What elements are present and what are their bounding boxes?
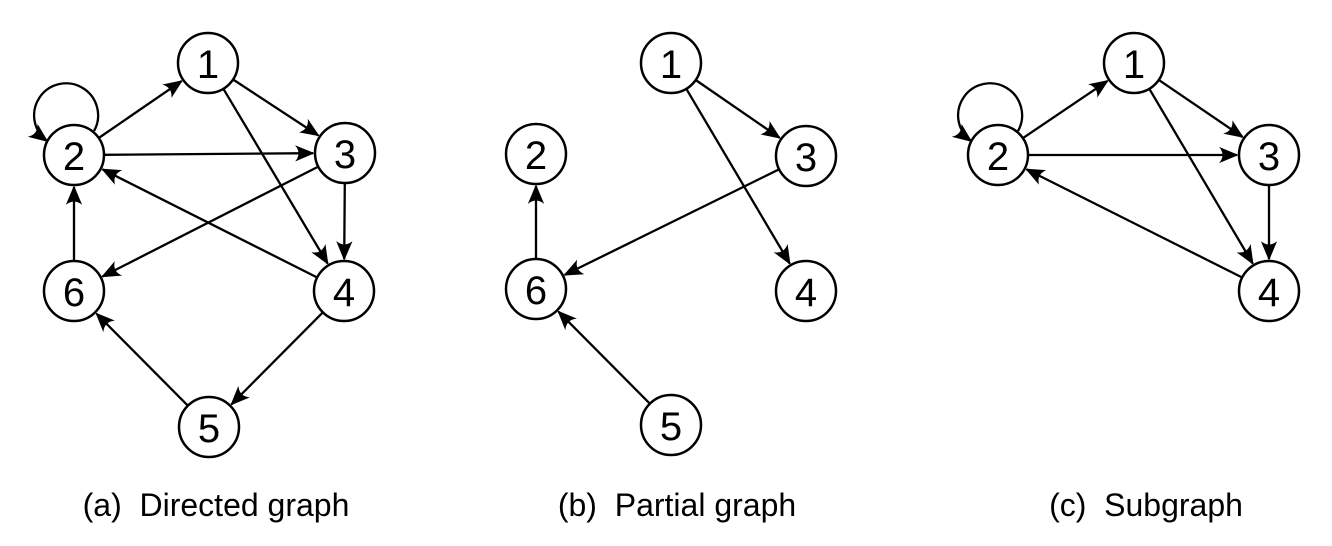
graph-c-node-label-1: 1: [1123, 43, 1145, 87]
graph-a-node-6: [42, 259, 106, 323]
graph-a-edge-5-6: [95, 312, 189, 407]
caption-directed-graph: (a) Directed graph: [83, 487, 350, 523]
graph-b-node-4: [774, 259, 838, 323]
graph-c: 1 2 3 4: [951, 31, 1301, 323]
graph-c-edge-2-2: [951, 82, 1024, 142]
graph-b-node-label-6: 6: [525, 269, 547, 313]
graph-b-node-label-2: 2: [525, 134, 547, 178]
graph-a-node-1: [176, 31, 240, 95]
graph-b-node-label-3: 3: [795, 136, 817, 180]
graph-c-edge-2-1: [1022, 79, 1109, 140]
graph-a-edge-4-5: [230, 311, 324, 406]
graph-c-edge-1-4: [1148, 88, 1254, 265]
graph-b-node-5: [639, 393, 703, 457]
graph-a-edge-2-1: [98, 80, 183, 139]
graph-a-node-label-4: 4: [333, 271, 355, 315]
graph-a-edge-1-3: [232, 78, 320, 137]
graph-a-edge-1-4: [222, 88, 329, 265]
graph-c-node-3: [1237, 123, 1301, 187]
graph-a-node-label-1: 1: [197, 43, 219, 87]
graph-a-node-2: [42, 123, 106, 187]
graph-b-node-2: [504, 122, 568, 186]
graph-a-node-3: [313, 121, 377, 185]
graph-c-node-label-2: 2: [987, 135, 1009, 179]
graph-b-edge-5-6: [557, 310, 651, 405]
graph-b-edge-1-3: [695, 79, 781, 139]
graph-c-node-label-3: 3: [1258, 135, 1280, 179]
graph-a-node-label-3: 3: [334, 133, 356, 177]
graph-b-node-1: [639, 31, 703, 95]
graph-c-node-label-4: 4: [1258, 271, 1280, 315]
graph-c-node-2: [966, 123, 1030, 187]
graph-a-edge-3-6: [101, 165, 319, 278]
graph-b-node-6: [504, 257, 568, 321]
graph-b-node-label-5: 5: [660, 405, 682, 449]
graph-a-edge-3-4: [336, 182, 353, 261]
graph-c-node-1: [1102, 31, 1166, 95]
graph-b: 1 2 3 4 5 6: [504, 31, 838, 457]
graph-b-node-label-1: 1: [660, 43, 682, 87]
graphs-root: 1 2 3 4 5 6 1 2 3 4 5 6 1 2 3 4: [27, 31, 1301, 459]
caption-partial-graph: (b) Partial graph: [558, 487, 796, 523]
graph-a-node-5: [177, 395, 241, 459]
graph-b-edge-1-4: [685, 88, 791, 265]
graph-a-node-4: [312, 259, 376, 323]
graph-a-edge-2-3: [103, 145, 315, 162]
graph-b-node-label-4: 4: [795, 271, 817, 315]
graph-a-edge-2-2: [27, 82, 100, 142]
graph-a-node-label-2: 2: [63, 135, 85, 179]
graph-b-node-3: [774, 124, 838, 188]
graph-c-node-4: [1237, 259, 1301, 323]
graph-c-edge-4-2: [1025, 168, 1243, 279]
caption-subgraph: (c) Subgraph: [1049, 487, 1243, 523]
graph-a-edge-4-2: [101, 168, 318, 279]
graph-a: 1 2 3 4 5 6: [27, 31, 377, 459]
graph-a-node-label-6: 6: [63, 271, 85, 315]
graph-a-node-label-5: 5: [198, 407, 220, 451]
graph-c-edge-1-3: [1158, 78, 1244, 138]
graph-b-edge-3-6: [563, 168, 780, 276]
